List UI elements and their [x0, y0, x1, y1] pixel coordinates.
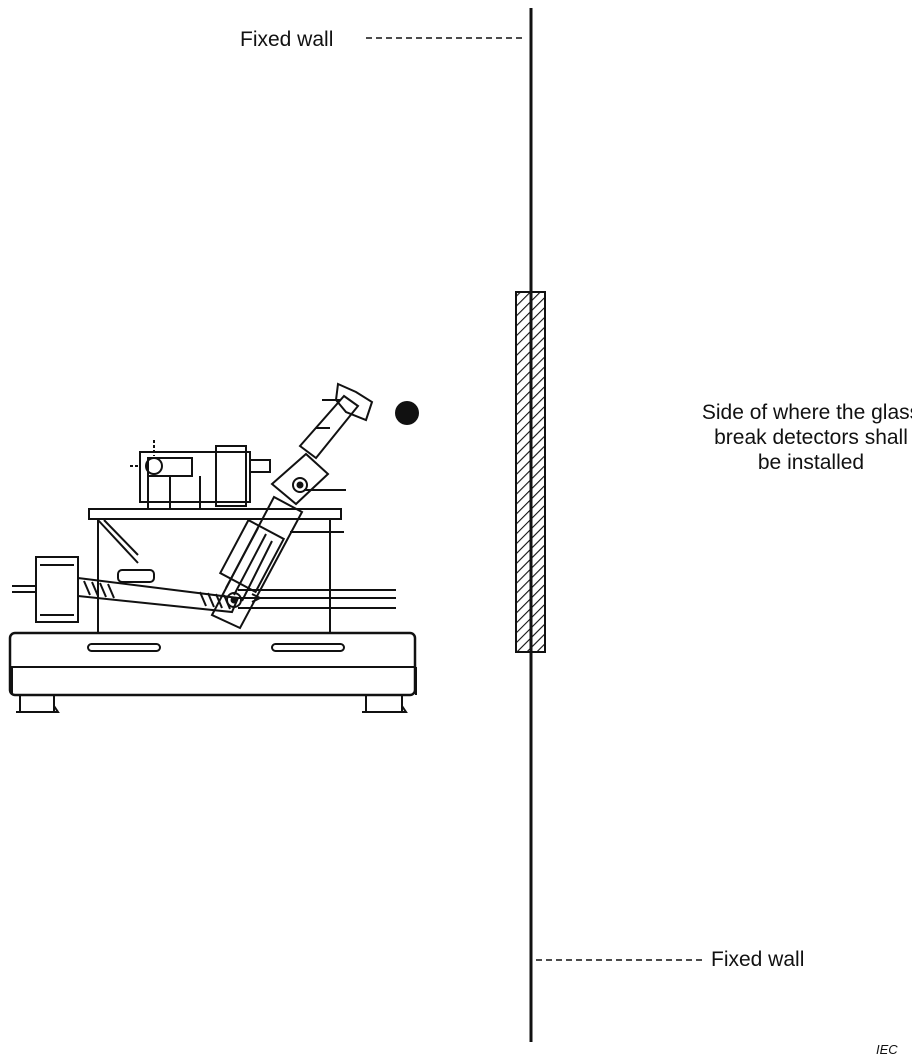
fixed-wall-bottom-label: Fixed wall [711, 948, 805, 971]
detector-side-label: Side of where the glass break detectors … [701, 401, 912, 474]
credit-label: IEC [876, 1042, 898, 1057]
fixed-wall-top-label: Fixed wall [240, 28, 334, 51]
glass-break-test-rig-icon [8, 382, 417, 713]
glass-pane [515, 291, 546, 653]
impact-ball-icon [395, 401, 419, 425]
